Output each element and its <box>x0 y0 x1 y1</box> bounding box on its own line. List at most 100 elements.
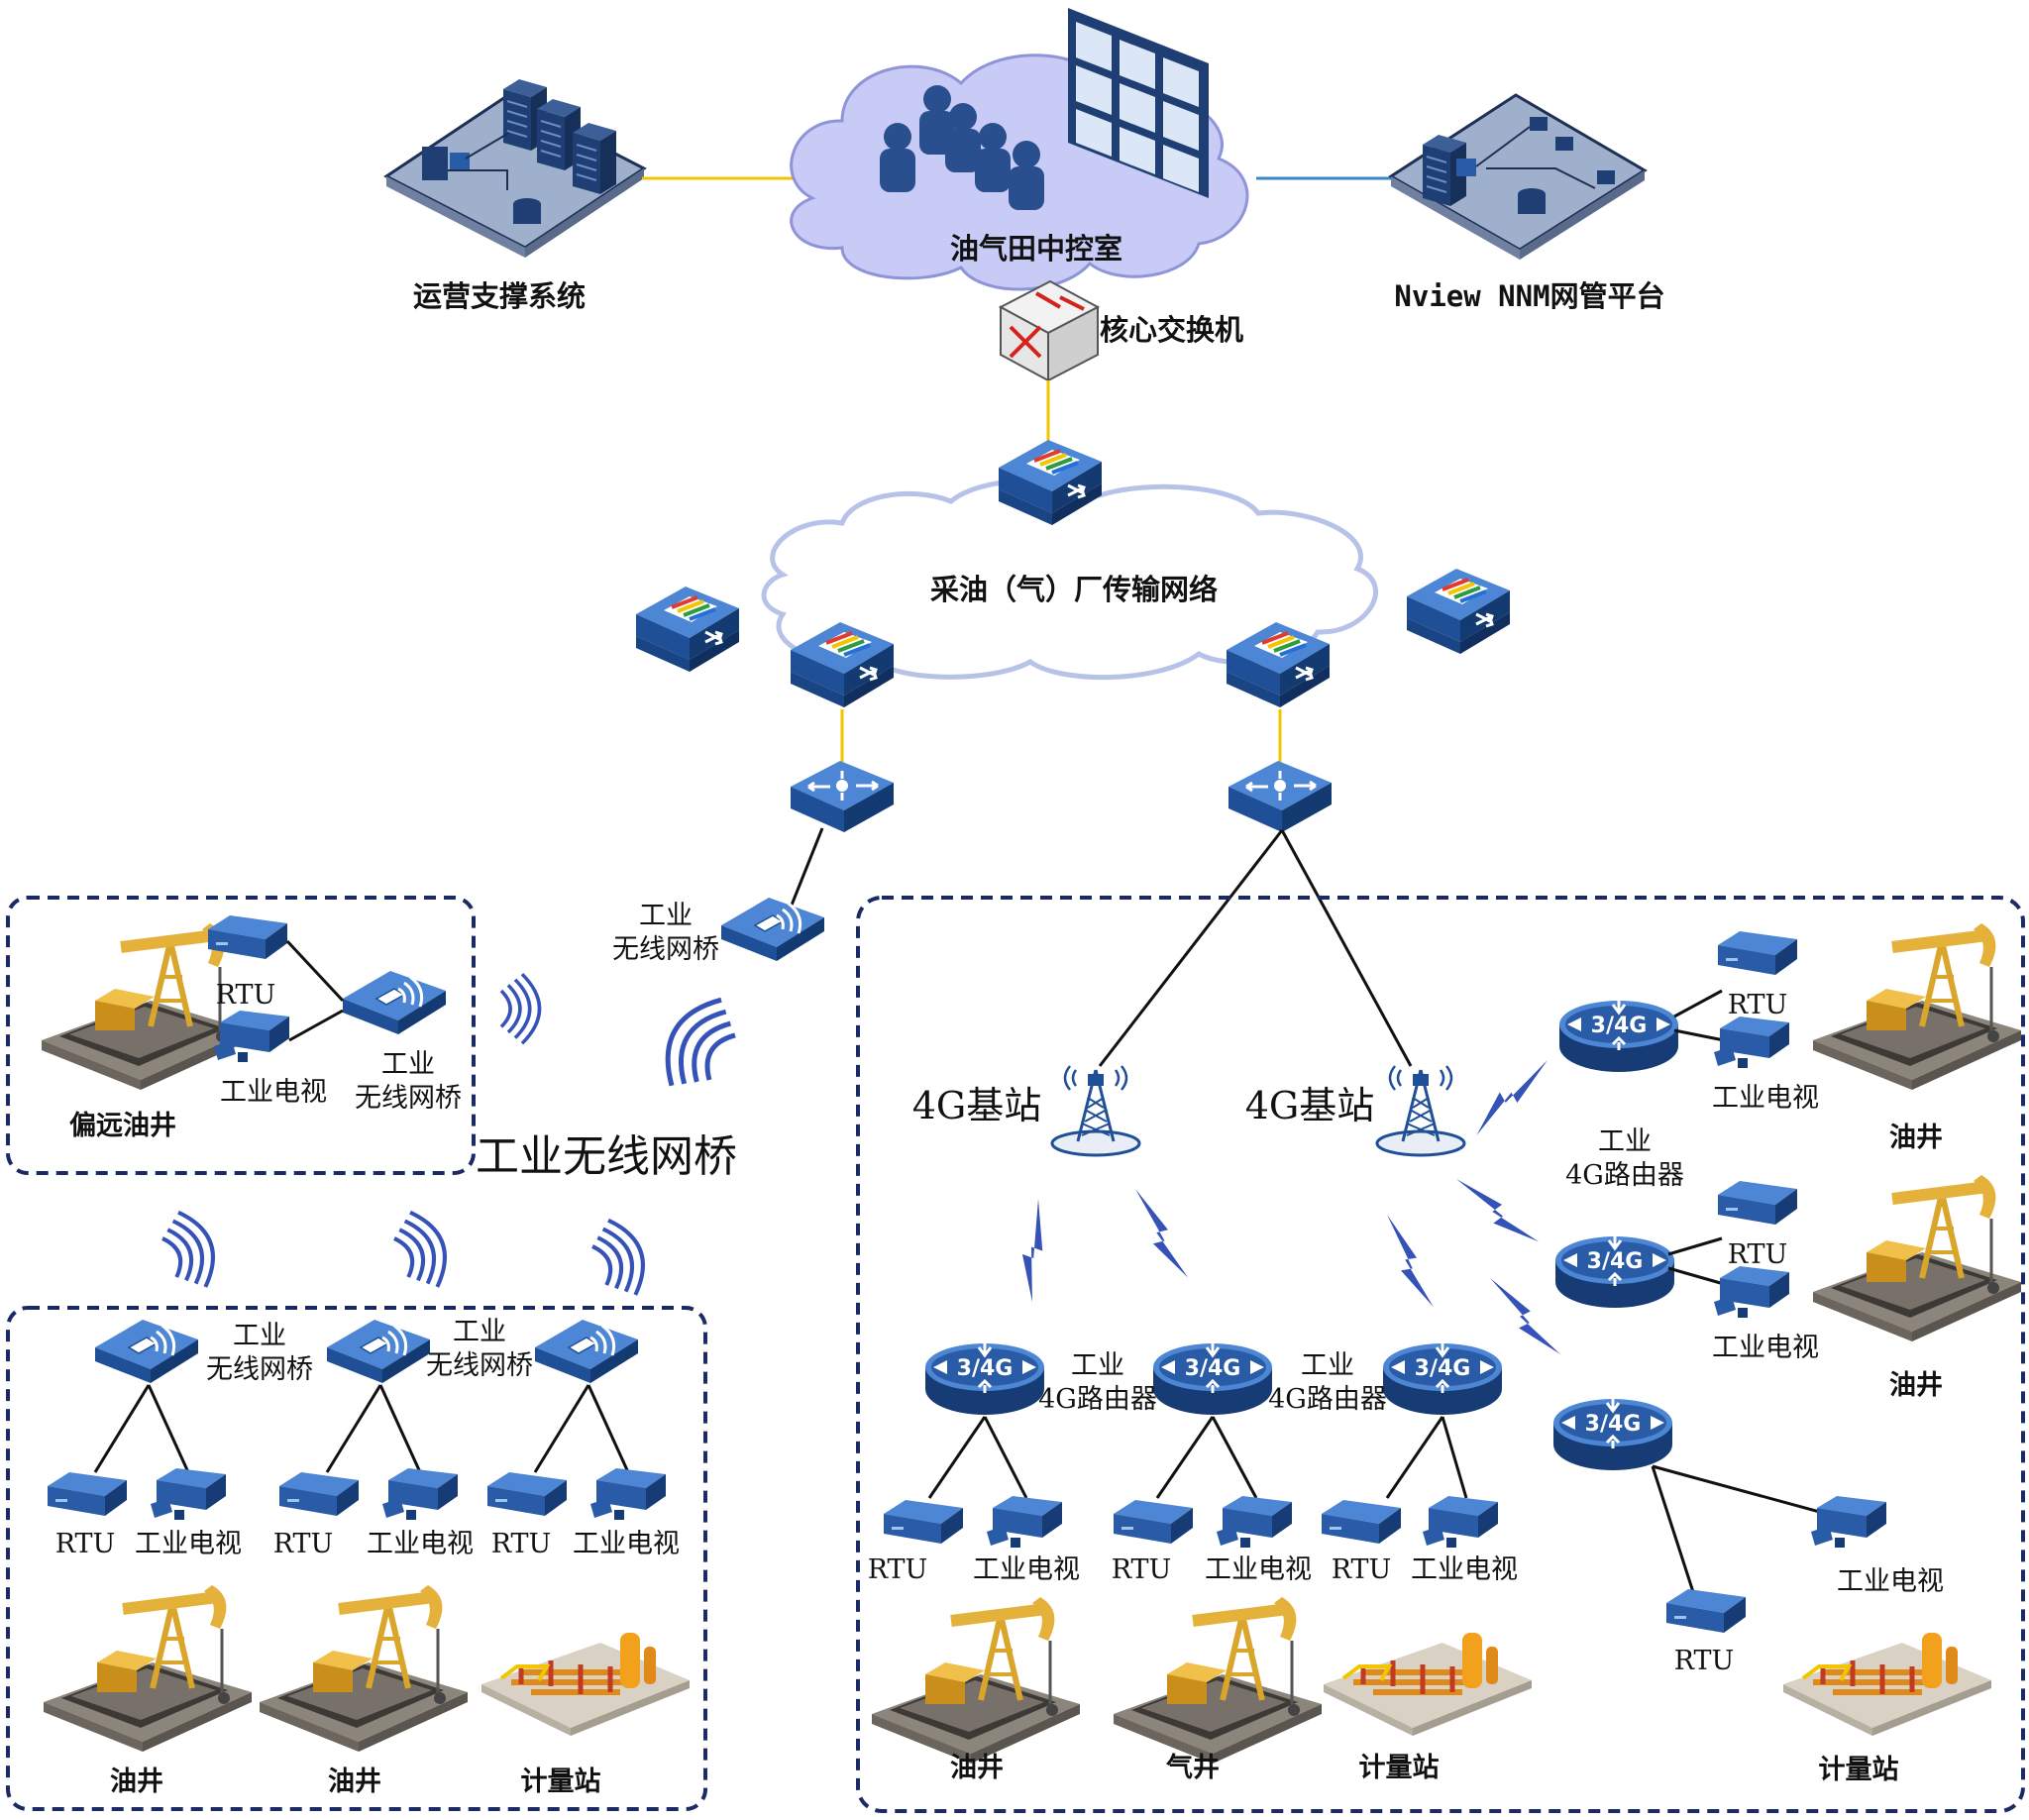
right-rtu-icon-3 <box>1666 1589 1746 1633</box>
right-rtu-icon-2 <box>1718 1181 1797 1225</box>
oil-well-icon-1 <box>44 1585 252 1752</box>
right-oil-well-icon-2 <box>1813 1175 2021 1341</box>
lte-device-label: RTU <box>1331 1554 1392 1585</box>
lte-device-label: 工业电视 <box>1205 1554 1312 1585</box>
control-room-label: 油气田中控室 <box>949 232 1123 266</box>
right-tv-icon-1 <box>1714 1017 1789 1068</box>
bolt-1 <box>1004 1199 1067 1303</box>
base-station-right-icon <box>1375 1064 1466 1157</box>
transport-network-label: 采油（气）厂传输网络 <box>929 573 1219 606</box>
base-station-right-label: 4G基站 <box>1244 1084 1375 1127</box>
remote-bridge-label-1: 工业 <box>381 1049 435 1080</box>
base-station-left-label: 4G基站 <box>911 1084 1042 1127</box>
oil-well-icon-2 <box>260 1585 468 1752</box>
remote-tv-icon <box>214 1011 289 1062</box>
right-oil-well-icon-1 <box>1813 923 2021 1090</box>
group-site-label: 油井 <box>328 1766 381 1797</box>
metering-station-icon-1 <box>481 1633 690 1736</box>
lte-site-label: 计量站 <box>1358 1753 1440 1783</box>
remote-well-frame <box>6 896 476 1175</box>
right-tv-label-2: 工业电视 <box>1712 1333 1819 1363</box>
wifi-signal-remote <box>499 972 542 1045</box>
ops-system-label: 运营支撑系统 <box>412 279 587 313</box>
group-bridge-1-label-2: 无线网桥 <box>206 1354 313 1385</box>
bridge-main-label-1: 工业 <box>639 901 693 931</box>
remote-well-label: 偏远油井 <box>69 1111 176 1141</box>
base-station-left-icon <box>1050 1064 1141 1157</box>
core-switch-icon <box>998 279 1101 382</box>
rtu-icon-2 <box>279 1472 359 1516</box>
right-rtu-icon-1 <box>1718 931 1797 975</box>
lte-rtu-icon-2 <box>1114 1500 1193 1544</box>
router-2-label-1: 工业 <box>1301 1350 1354 1381</box>
router-icon-3 <box>1381 1341 1504 1417</box>
lte-tv-icon-2 <box>1217 1496 1292 1548</box>
right-tv-label-3: 工业电视 <box>1837 1566 1944 1597</box>
bridge-icon-3 <box>533 1318 640 1385</box>
nms-platform-icon <box>1388 93 1648 260</box>
right-tv-icon-3 <box>1811 1496 1886 1548</box>
rtu-icon-3 <box>487 1472 567 1516</box>
router-icon-2 <box>1151 1341 1274 1417</box>
lte-rtu-icon-3 <box>1322 1500 1401 1544</box>
group-bridge-2-label-1: 工业 <box>453 1317 506 1347</box>
router-3-label-2: 4G路由器 <box>1565 1160 1684 1191</box>
wifi-signal-2 <box>387 1206 456 1295</box>
ops-support-system-icon <box>383 78 647 258</box>
bolt-5 <box>1456 1161 1540 1259</box>
lte-device-label: 工业电视 <box>973 1554 1080 1585</box>
wireless-bridge-main <box>719 896 826 963</box>
bolt-2 <box>1135 1181 1189 1286</box>
right-site-label-2: 油井 <box>1889 1370 1943 1401</box>
group-bridge-2-label-2: 无线网桥 <box>426 1350 533 1381</box>
group-bridge-1-label-1: 工业 <box>233 1321 286 1351</box>
right-site-label-1: 油井 <box>1889 1123 1943 1153</box>
access-switch-right <box>1227 759 1334 834</box>
router-icon-1 <box>923 1341 1046 1417</box>
group-site-label: 计量站 <box>520 1766 601 1797</box>
lte-device-label: 工业电视 <box>1411 1554 1518 1585</box>
rtu-icon-1 <box>48 1472 127 1516</box>
group-device-label: RTU <box>272 1529 334 1559</box>
wireless-bridge-heading: 工业无线网桥 <box>476 1131 737 1182</box>
lte-tv-icon-1 <box>987 1496 1062 1548</box>
router-1-label-1: 工业 <box>1071 1350 1124 1381</box>
remote-rtu-label: RTU <box>215 980 276 1011</box>
tv-icon-3 <box>590 1468 666 1520</box>
lte-device-label: RTU <box>867 1554 928 1585</box>
lte-oil-well-icon <box>872 1597 1080 1764</box>
right-site-label-3: 计量站 <box>1818 1755 1899 1785</box>
group-device-label: 工业电视 <box>135 1529 242 1559</box>
gas-well-icon <box>1114 1597 1322 1764</box>
wifi-signal-1 <box>156 1206 224 1295</box>
operators-icon <box>880 85 1044 210</box>
right-tv-label-1: 工业电视 <box>1712 1083 1819 1114</box>
bridge-main-label-2: 无线网桥 <box>612 934 719 965</box>
bridge-icon-2 <box>325 1318 432 1385</box>
remote-bridge-icon <box>341 969 448 1036</box>
group-device-label: 工业电视 <box>367 1529 474 1559</box>
lte-frame <box>856 896 2025 1813</box>
lte-rtu-icon-1 <box>884 1500 963 1544</box>
right-tv-icon-2 <box>1714 1266 1789 1318</box>
lte-tv-icon-3 <box>1423 1496 1498 1548</box>
lte-metering-station-icon <box>1324 1633 1532 1736</box>
router-icon-right-3 <box>1551 1397 1674 1472</box>
nms-platform-label: Nview NNM网管平台 <box>1394 279 1665 313</box>
remote-tv-label: 工业电视 <box>220 1077 327 1108</box>
remote-bridge-label-2: 无线网桥 <box>355 1083 462 1114</box>
transport-node-left <box>634 585 741 674</box>
right-rtu-label-1: RTU <box>1727 990 1788 1020</box>
access-switch-left <box>789 759 896 834</box>
transport-node-right <box>1405 567 1512 656</box>
router-icon-right-1 <box>1557 999 1680 1074</box>
router-icon-right-2 <box>1553 1234 1676 1310</box>
tv-icon-1 <box>151 1468 226 1520</box>
tv-icon-2 <box>382 1468 458 1520</box>
right-metering-station-icon <box>1783 1633 1991 1736</box>
bolt-6 <box>1490 1264 1560 1367</box>
lte-site-label: 油井 <box>950 1753 1004 1783</box>
video-wall-icon <box>1068 8 1209 198</box>
lte-site-label: 气井 <box>1166 1753 1220 1783</box>
